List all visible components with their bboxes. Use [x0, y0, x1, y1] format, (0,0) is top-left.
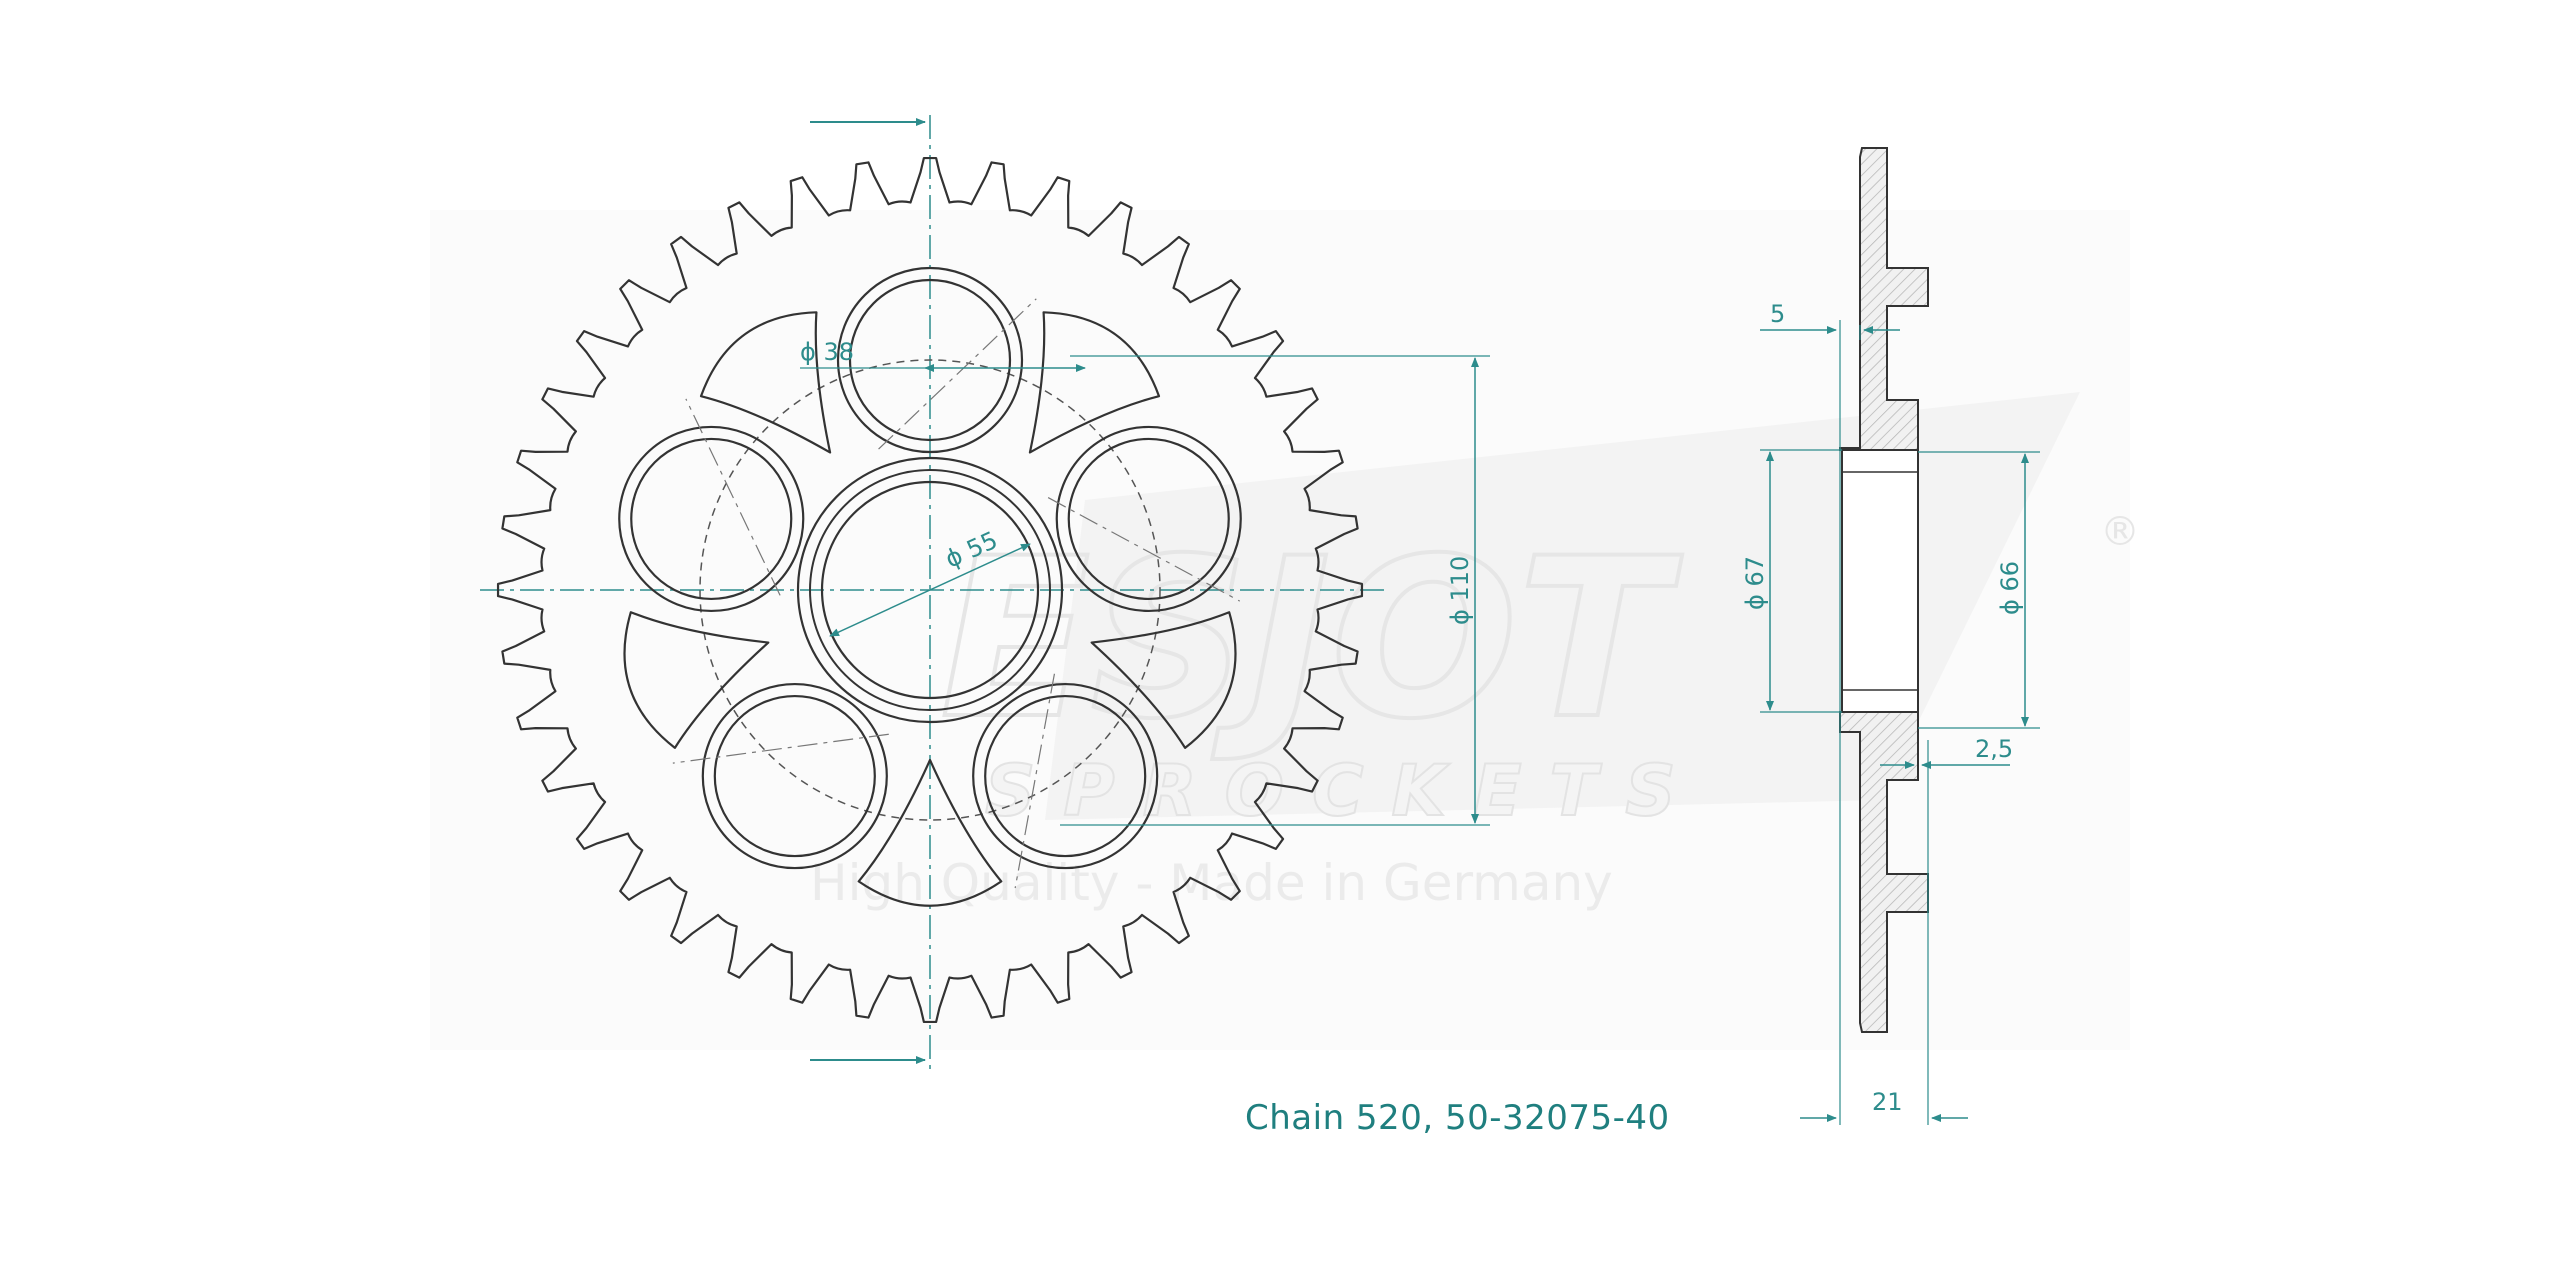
- hub-outer-ring: [796, 456, 1064, 724]
- mounting-rings: [618, 266, 1242, 889]
- dimension-label-25: 2,5: [1975, 735, 2013, 763]
- watermark-tagline: High Quality - Made in Germany: [810, 854, 1613, 912]
- dimension-label-21: 21: [1872, 1088, 1903, 1116]
- mounting-ring-inner: [984, 694, 1147, 858]
- mounting-ring-outer: [701, 682, 888, 870]
- bolt-circle: [699, 359, 1161, 821]
- mounting-ring-inner: [713, 694, 876, 858]
- profile-lower-section: [1839, 711, 1929, 1033]
- mounting-ring-centerline: [672, 733, 889, 764]
- mounting-ring-inner: [630, 437, 793, 601]
- dimension-label-5: 5: [1770, 300, 1785, 328]
- mounting-ring-centerline: [1047, 497, 1241, 602]
- dimension-label-67: ϕ 67: [1741, 556, 1769, 610]
- mounting-ring-inner: [848, 278, 1012, 442]
- watermark-swoosh: [1045, 392, 2080, 820]
- watermark-registered: ®: [2100, 509, 2140, 555]
- sprocket-front-view: ϕ 38 ϕ 55 ϕ 110: [480, 115, 1490, 1070]
- dimension-label-66: ϕ 66: [1996, 561, 2024, 615]
- mounting-ring-centerline: [1014, 673, 1056, 889]
- dimension-label-110: ϕ 110: [1446, 556, 1474, 625]
- mounting-ring-outer: [1055, 425, 1242, 613]
- profile-upper-section: [1839, 147, 1929, 451]
- dimension-line-55: [829, 543, 1031, 637]
- lightening-cutouts: [623, 311, 1237, 907]
- part-caption: Chain 520, 50-32075-40: [1245, 1098, 1670, 1138]
- profile-bore: [1841, 449, 1919, 713]
- watermark-sub: SPROCKETS: [985, 750, 1704, 832]
- mounting-ring-centerline: [685, 398, 781, 596]
- center-bore: [820, 480, 1040, 700]
- mounting-ring-centerline: [878, 298, 1037, 450]
- dimension-label-38: ϕ 38: [800, 338, 854, 366]
- sprocket-side-view: 5 ϕ 67 ϕ 66 2,5 21: [1741, 147, 2040, 1125]
- sprocket-teeth-outline: [496, 156, 1364, 1024]
- hub-inner-ring: [809, 469, 1051, 711]
- mounting-ring-outer: [618, 425, 805, 613]
- mounting-ring-outer: [972, 682, 1159, 870]
- mounting-ring-outer: [836, 266, 1024, 454]
- mounting-ring-inner: [1067, 437, 1230, 601]
